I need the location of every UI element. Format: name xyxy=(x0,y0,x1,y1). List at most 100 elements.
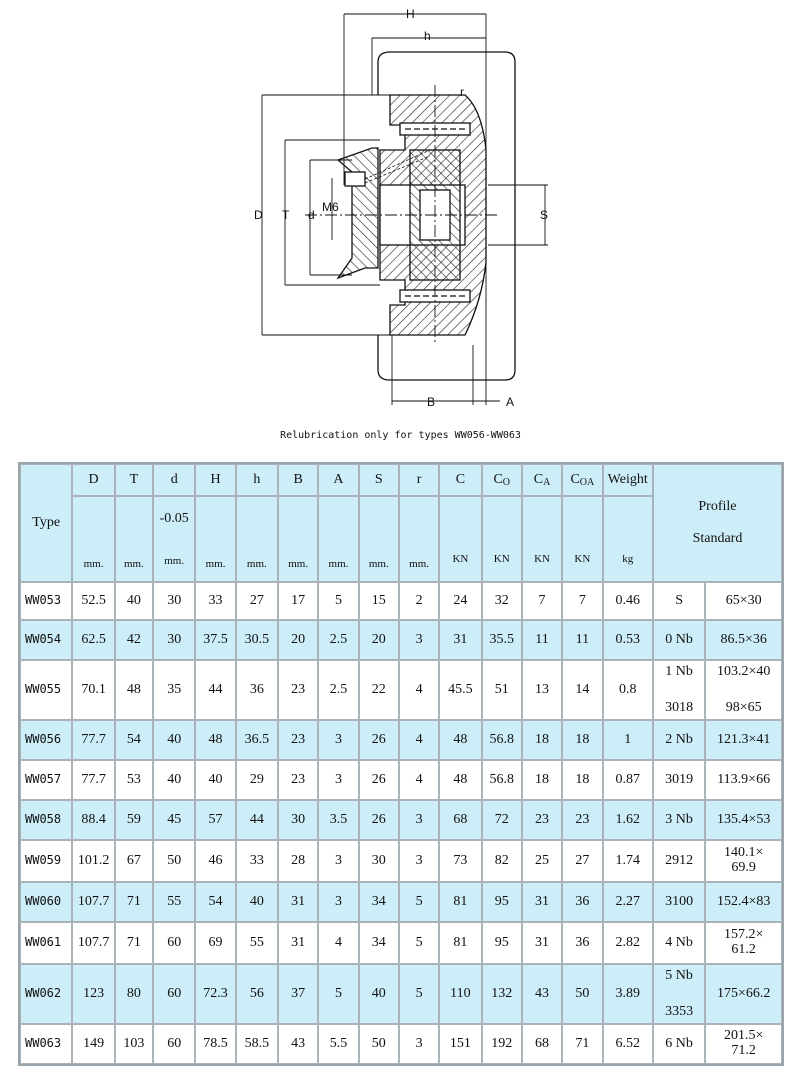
caption: Relubrication only for types WW056-WW063 xyxy=(280,430,521,441)
standard-line: 103.2×40 xyxy=(716,664,771,679)
cell-standard: 65×30 xyxy=(705,582,782,620)
cell-value: 33 xyxy=(195,582,236,620)
cell-type: WW059 xyxy=(20,840,73,882)
cell-standard: 86.5×36 xyxy=(705,620,782,660)
standard-line: 157.2× xyxy=(723,927,764,943)
standard-line: 140.1× xyxy=(723,845,764,861)
cell-value: 110 xyxy=(439,964,482,1024)
header-profile-standard: Profile Standard xyxy=(652,464,782,582)
cell-value: 3 xyxy=(398,840,440,882)
header-r: r xyxy=(398,464,440,496)
cell-value: 81 xyxy=(439,922,482,964)
unit-r: mm. xyxy=(398,496,440,582)
unit-H: mm. xyxy=(195,496,236,582)
cell-value: 107.7 xyxy=(72,922,115,964)
standard-line: 61.2 xyxy=(731,942,756,957)
cell-profile: S xyxy=(652,582,706,620)
unit-A: mm. xyxy=(318,496,359,582)
cell-value: 3 xyxy=(398,800,440,840)
grease-nipple xyxy=(344,171,366,187)
cell-value: 107.7 xyxy=(72,882,115,922)
cell-value: 25 xyxy=(521,840,563,882)
cell-standard: 175×66.2 xyxy=(705,964,782,1024)
cell-value: 48 xyxy=(439,720,482,760)
header-h: h xyxy=(235,464,278,496)
unit-d: -0.05 mm. xyxy=(153,496,196,582)
cell-value: 55 xyxy=(235,922,278,964)
cell-value: 37 xyxy=(278,964,319,1024)
cell-value: 40 xyxy=(153,720,196,760)
cell-value: 45 xyxy=(153,800,196,840)
cell-value: 0.53 xyxy=(602,620,653,660)
cell-type: WW058 xyxy=(20,800,73,840)
cell-value: 103 xyxy=(114,1024,154,1064)
cell-value: 132 xyxy=(481,964,522,1024)
cell-value: 60 xyxy=(153,1024,196,1064)
cell-value: 31 xyxy=(521,882,563,922)
header-S: S xyxy=(358,464,399,496)
unit-C: KN xyxy=(439,496,482,582)
cell-type: WW060 xyxy=(20,882,73,922)
cell-value: 11 xyxy=(562,620,603,660)
profile-line: 3353 xyxy=(665,1003,694,1019)
dim-H-label: H xyxy=(406,7,415,21)
cell-value: 56 xyxy=(235,964,278,1024)
cell-value: 78.5 xyxy=(195,1024,236,1064)
cell-value: 34 xyxy=(358,922,399,964)
unit-S: mm. xyxy=(358,496,399,582)
cell-value: 5 xyxy=(318,582,359,620)
cell-value: 88.4 xyxy=(72,800,115,840)
cell-standard: 113.9×66 xyxy=(705,760,782,800)
profile-line: 5 Nb xyxy=(665,968,693,983)
cell-value: 35.5 xyxy=(481,620,522,660)
cell-value: 40 xyxy=(195,760,236,800)
cell-value: 56.8 xyxy=(481,760,522,800)
cell-value: 11 xyxy=(521,620,563,660)
cell-value: 50 xyxy=(358,1024,399,1064)
cell-value: 23 xyxy=(278,660,319,720)
cell-standard: 201.5×71.2 xyxy=(705,1024,782,1064)
cell-value: 69 xyxy=(195,922,236,964)
standard-line: 69.9 xyxy=(731,860,756,875)
cell-profile: 2912 xyxy=(652,840,706,882)
cell-value: 43 xyxy=(278,1024,319,1064)
cell-value: 30 xyxy=(153,582,196,620)
cell-value: 54 xyxy=(114,720,154,760)
cell-value: 1.74 xyxy=(602,840,653,882)
cell-value: 58.5 xyxy=(235,1024,278,1064)
standard-line: 201.5× xyxy=(723,1028,764,1044)
cell-value: 2.5 xyxy=(318,620,359,660)
cell-value: 73 xyxy=(439,840,482,882)
cell-value: 80 xyxy=(114,964,154,1024)
header-D: D xyxy=(72,464,115,496)
cell-value: 3 xyxy=(318,720,359,760)
dim-B-label: B xyxy=(427,395,435,409)
header-standard: Standard xyxy=(692,531,743,546)
cell-value: 26 xyxy=(358,720,399,760)
cell-value: 72 xyxy=(481,800,522,840)
cell-value: 18 xyxy=(521,760,563,800)
cell-value: 36 xyxy=(235,660,278,720)
cell-value: 95 xyxy=(481,882,522,922)
header-profile: Profile xyxy=(698,498,737,514)
cell-value: 4 xyxy=(398,720,440,760)
cell-type: WW057 xyxy=(20,760,73,800)
cell-value: 5 xyxy=(398,922,440,964)
cell-value: 26 xyxy=(358,760,399,800)
cell-value: 123 xyxy=(72,964,115,1024)
cell-value: 67 xyxy=(114,840,154,882)
header-COA: COA xyxy=(562,464,603,496)
cell-value: 54 xyxy=(195,882,236,922)
cell-value: 20 xyxy=(358,620,399,660)
cell-profile: 3100 xyxy=(652,882,706,922)
cell-value: 40 xyxy=(114,582,154,620)
cell-value: 7 xyxy=(521,582,563,620)
